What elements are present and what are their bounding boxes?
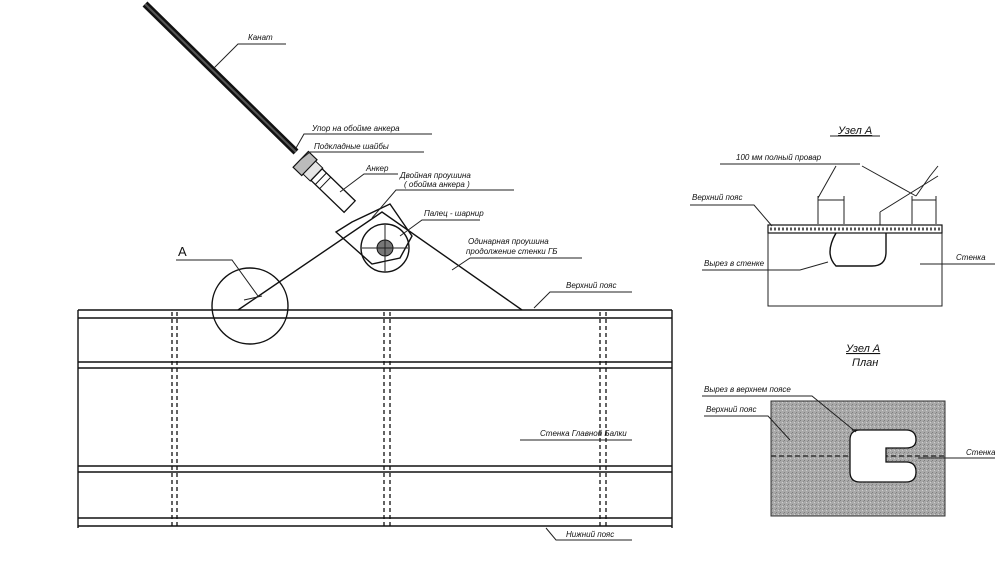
diaphragm-2 [383,312,391,526]
hinge-circle [360,223,410,273]
label-double-lug: Двойная проушина [399,171,471,180]
node-a-top-flange-label: Верхний пояс [692,193,742,202]
node-a-title: Узел А [837,125,872,137]
plan-web-label: Стенка [966,448,995,457]
anchor-body [292,150,357,214]
plan-top-flange-label: Верхний пояс [706,405,756,414]
label-anchor-stop: Упор на обойме анкера [311,124,400,133]
node-a-cutout-label: Вырез в стенке [704,259,765,268]
node-a-plan-title: Узел А [845,343,880,355]
node-a-web-label: Стенка [956,253,986,262]
label-web-main-beam: Стенка Главной Балки [540,429,627,438]
node-a-cutout [829,232,887,267]
dim-right [911,196,937,224]
dim-left [817,196,845,224]
label-detail-a: А [178,244,187,259]
label-rope: Канат [248,33,273,42]
label-double-lug-2: ( обойма анкера ) [404,180,470,189]
stiffener-rib-1 [78,361,672,369]
detail-a-leader [176,259,259,297]
rope-anchor-assembly [142,1,413,273]
single-lug [237,211,523,311]
node-a-penetration-label: 100 мм полный провар [736,153,822,162]
diaphragm-1 [171,312,178,526]
plan-cutout-label: Вырез в верхнем поясе [704,385,791,394]
label-anchor: Анкер [365,164,389,173]
plan-cutout [849,429,917,483]
double-lug [334,203,413,265]
single-lug-outline [237,211,523,311]
bottom-flange-lines [78,517,672,527]
detail-a-circle [211,267,289,345]
node-a-plan: Узел А План Вырез в верхнем поясе Верхни… [702,343,995,517]
main-beam [77,309,673,528]
label-pin-hinge: Палец - шарнир [424,209,484,218]
label-single-lug: Одинарная проушина [468,237,549,246]
leaders [213,43,632,541]
stiffener-rib-2 [78,465,672,473]
label-bottom-flange: Нижний пояс [566,530,614,539]
diaphragm-3 [599,312,607,526]
node-a-plan-subtitle: План [852,357,878,369]
label-washers: Подкладные шайбы [314,142,389,151]
label-single-lug-2: продолжение стенки ГБ [466,247,558,256]
label-top-flange: Верхний пояс [566,281,616,290]
node-a-section: Узел А 100 мм полный провар Верхний пояс… [690,125,995,307]
